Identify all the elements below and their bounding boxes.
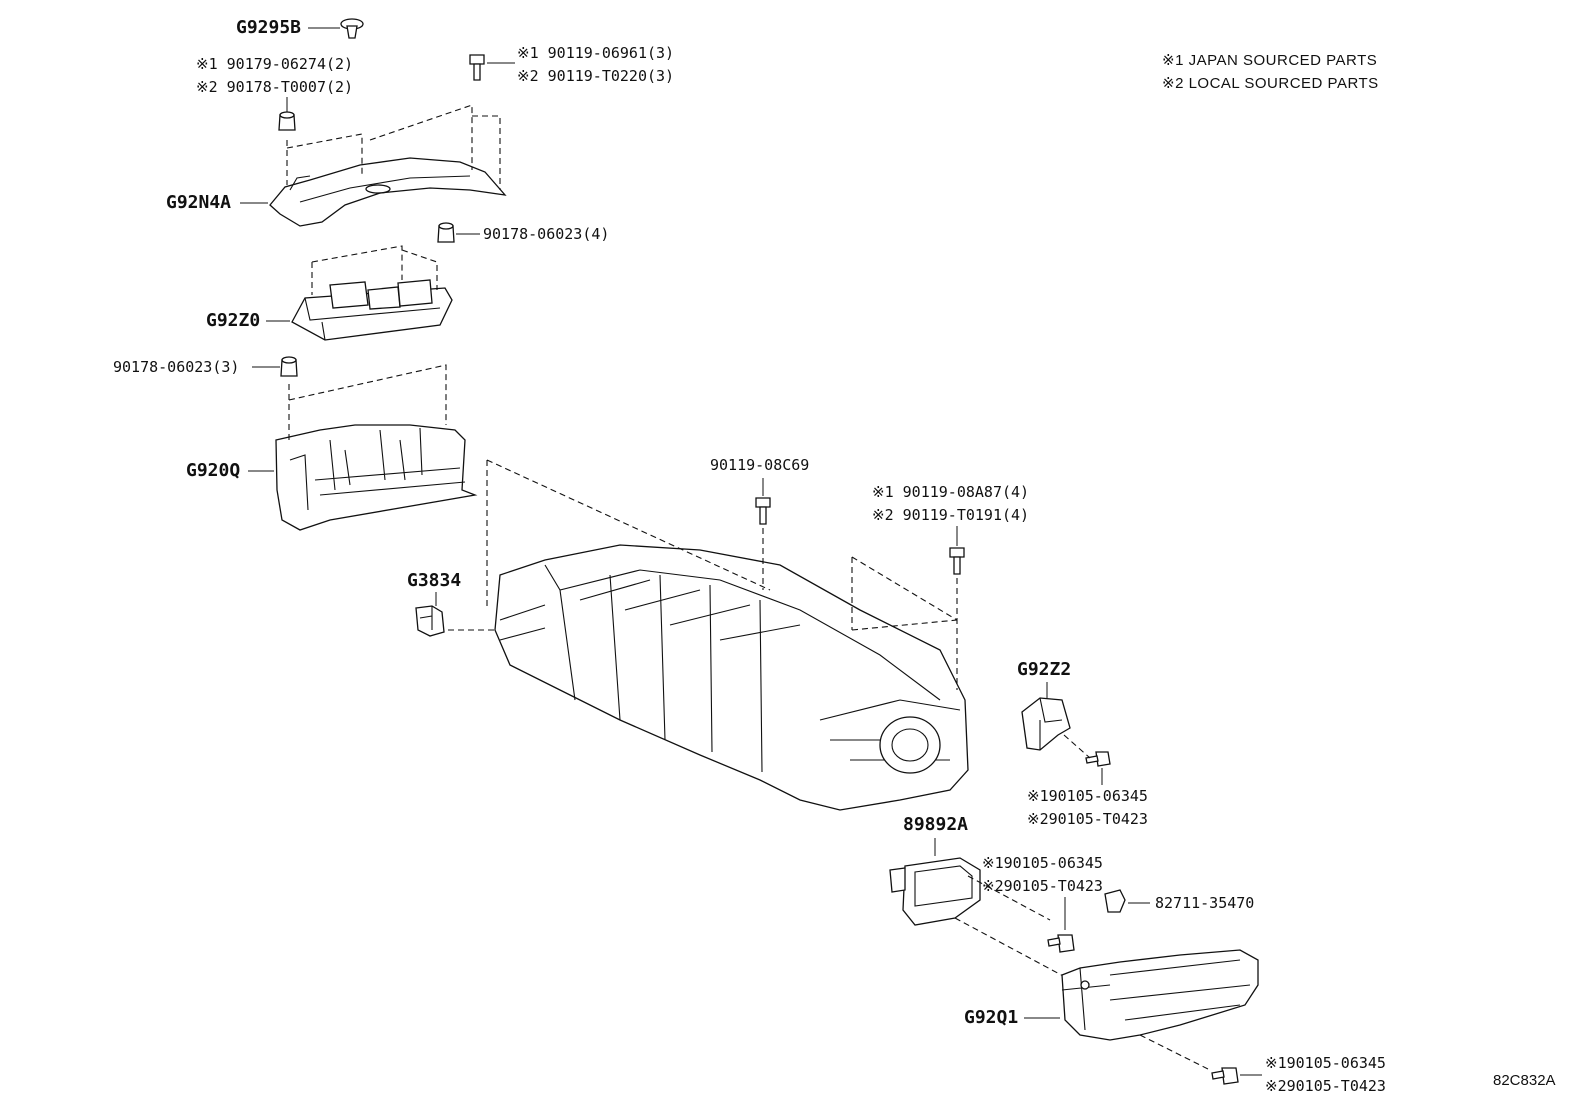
callout-bolt-a87-local[interactable]: ※2 90119-T0191(4)	[872, 506, 1029, 524]
guide-g92n4a	[286, 104, 501, 190]
nut-top-icon[interactable]	[278, 111, 296, 131]
callout-g92q1[interactable]: G92Q1	[964, 1007, 1018, 1028]
junction-block-g92z0[interactable]	[291, 279, 453, 341]
callout-bolt-z2-local[interactable]: ※290105-T0423	[1027, 810, 1148, 828]
callout-nut-3[interactable]: 90178-06023(3)	[113, 358, 239, 376]
guide-bolt-z2	[1063, 734, 1091, 759]
hv-battery-assembly[interactable]	[494, 544, 969, 811]
callout-bolt-c69[interactable]: 90119-08C69	[710, 456, 809, 474]
callout-bolt-a87-japan[interactable]: ※1 90119-08A87(4)	[872, 483, 1029, 501]
bolt-top-icon[interactable]	[469, 54, 485, 81]
callout-bolt-z2-japan[interactable]: ※190105-06345	[1027, 787, 1148, 805]
callout-g920q[interactable]: G920Q	[186, 460, 240, 481]
callout-bolt-ecu-local[interactable]: ※290105-T0423	[982, 877, 1103, 895]
bolt-c69-icon[interactable]	[755, 497, 771, 525]
clip-g9295b-icon[interactable]	[340, 18, 364, 39]
callout-clip[interactable]: 82711-35470	[1155, 894, 1254, 912]
callout-bolt-top-local[interactable]: ※2 90119-T0220(3)	[517, 67, 674, 85]
bolt-bottom-icon[interactable]	[1211, 1067, 1239, 1085]
reference-code: 82C832A	[1493, 1072, 1556, 1089]
bracket-g92z2[interactable]	[1021, 697, 1071, 751]
guide-battery-left	[486, 459, 771, 610]
callout-g3834[interactable]: G3834	[407, 570, 461, 591]
callout-bolt-top-japan[interactable]: ※1 90119-06961(3)	[517, 44, 674, 62]
callout-nut-top-local[interactable]: ※2 90178-T0007(2)	[196, 78, 353, 96]
guide-g92q1	[1139, 1034, 1211, 1071]
bolt-a87-icon[interactable]	[949, 547, 965, 575]
callout-nut-4[interactable]: 90178-06023(4)	[483, 225, 609, 243]
clip-82711-icon[interactable]	[1104, 889, 1126, 913]
bracket-g920q[interactable]	[275, 424, 478, 531]
nut-4-icon[interactable]	[437, 222, 455, 243]
nut-3-icon[interactable]	[280, 356, 298, 377]
ecu-89892a[interactable]	[889, 857, 981, 926]
callout-nut-top-japan[interactable]: ※1 90179-06274(2)	[196, 55, 353, 73]
clip-g3834-icon[interactable]	[415, 605, 445, 637]
callout-bolt-bottom-local[interactable]: ※290105-T0423	[1265, 1077, 1386, 1095]
cover-g92q1[interactable]	[1061, 949, 1259, 1041]
guide-ecu	[954, 875, 1081, 986]
callout-bolt-bottom-japan[interactable]: ※190105-06345	[1265, 1054, 1386, 1072]
guide-g920q	[288, 364, 447, 440]
callout-g92z2[interactable]: G92Z2	[1017, 659, 1071, 680]
legend-local: ※2 LOCAL SOURCED PARTS	[1162, 75, 1379, 92]
callout-g92n4a[interactable]: G92N4A	[166, 192, 231, 213]
callout-bolt-ecu-japan[interactable]: ※190105-06345	[982, 854, 1103, 872]
callout-g9295b[interactable]: G9295B	[236, 17, 301, 38]
guide-g92z0	[311, 245, 438, 295]
bracket-g92n4a[interactable]	[269, 157, 507, 227]
bolt-z2-icon[interactable]	[1085, 751, 1111, 767]
callout-g92z0[interactable]: G92Z0	[206, 310, 260, 331]
bolt-ecu-icon[interactable]	[1047, 934, 1075, 953]
callout-89892a[interactable]: 89892A	[903, 814, 968, 835]
legend-japan: ※1 JAPAN SOURCED PARTS	[1162, 52, 1377, 69]
guide-bolt-a87	[851, 556, 958, 690]
